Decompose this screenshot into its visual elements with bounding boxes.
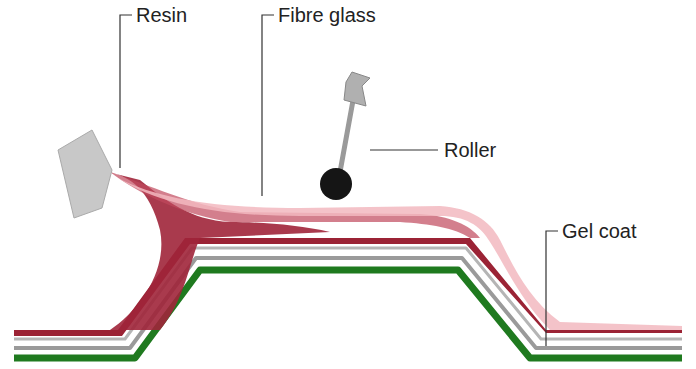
leader-line: [370, 149, 438, 150]
fibre-glass-mat: [118, 178, 682, 330]
roller-grip: [344, 72, 370, 106]
leader-line: [262, 15, 274, 196]
leader-line: [546, 231, 558, 346]
part-label: Fibre glass: [278, 4, 376, 26]
resin-bucket: [58, 130, 112, 218]
part-label: Resin: [136, 4, 187, 26]
gel-coat-layer: [14, 270, 682, 358]
part-label: Gel coat: [562, 220, 636, 242]
resin-flow: [110, 172, 480, 238]
leader-line: [120, 15, 132, 168]
roller-wheel: [320, 168, 352, 200]
resin-layer: [14, 238, 682, 336]
part-label: Roller: [444, 139, 496, 161]
resin-pour: [108, 172, 330, 330]
